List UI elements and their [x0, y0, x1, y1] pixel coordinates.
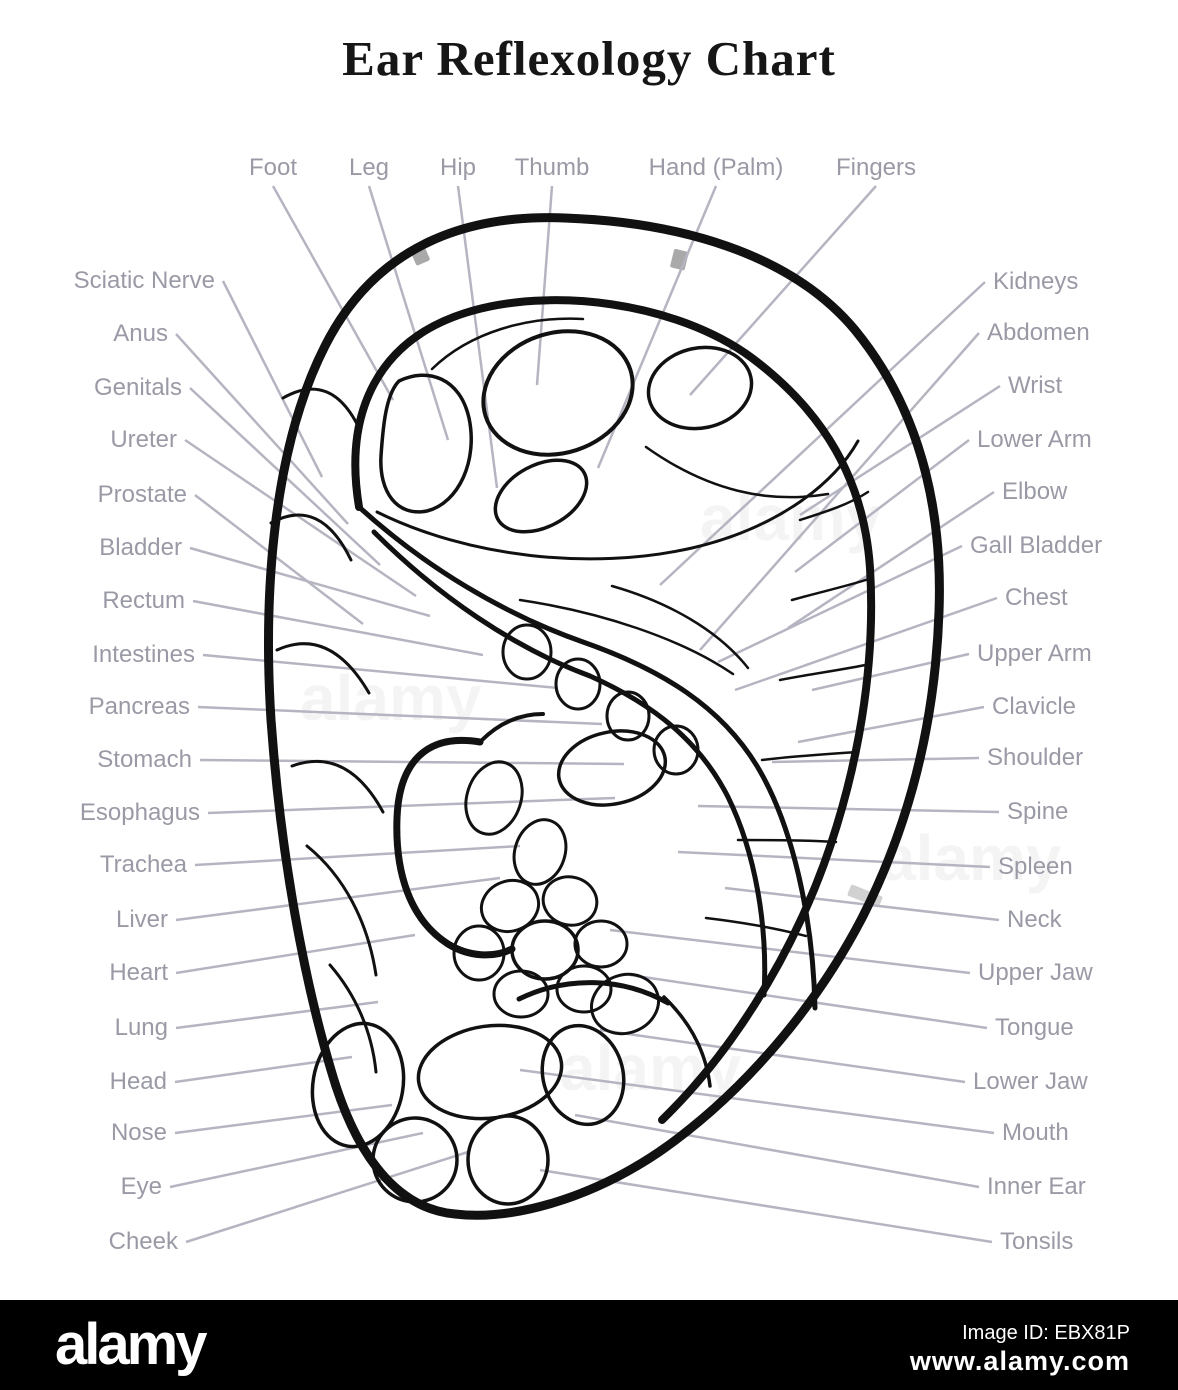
svg-text:alamy: alamy	[300, 662, 482, 734]
label-intestines: Intestines	[92, 641, 195, 668]
label-nose: Nose	[110, 1119, 167, 1146]
label-hand-palm: Hand (Palm)	[648, 154, 784, 181]
label-chest: Chest	[1005, 584, 1068, 611]
leader-line-chest	[734, 596, 998, 692]
leader-line-bladder	[189, 546, 431, 618]
label-thumb: Thumb	[514, 154, 590, 181]
label-hip: Hip	[439, 154, 477, 181]
label-shoulder: Shoulder	[987, 744, 1084, 771]
watermark-layer: alamy alamy alamy alamy	[300, 482, 1062, 1104]
leader-line-shoulder	[771, 756, 980, 764]
tragus	[393, 737, 516, 959]
label-rectum: Rectum	[102, 587, 185, 614]
label-heart: Heart	[109, 959, 168, 986]
label-upper-arm: Upper Arm	[977, 640, 1092, 667]
label-anus: Anus	[113, 320, 168, 347]
leader-line-esophagus	[207, 796, 616, 815]
label-lower-arm: Lower Arm	[977, 426, 1092, 453]
leader-line-clavicle	[797, 705, 985, 744]
label-elbow: Elbow	[1002, 478, 1068, 505]
label-kidneys: Kidneys	[993, 268, 1079, 295]
label-leg: Leg	[348, 154, 390, 181]
leader-line-upper-jaw	[609, 928, 971, 975]
label-gall-bladder: Gall Bladder	[970, 532, 1103, 559]
leader-line-wrist	[799, 384, 1001, 517]
leader-line-inner-ear	[574, 1113, 980, 1189]
label-cheek: Cheek	[108, 1228, 178, 1255]
leader-line-lower-arm	[794, 439, 970, 573]
label-eye: Eye	[120, 1173, 162, 1200]
label-abdomen: Abdomen	[987, 319, 1090, 346]
leader-line-leg	[367, 185, 450, 441]
leader-line-foot	[271, 185, 395, 401]
label-upper-jaw: Upper Jaw	[978, 959, 1093, 986]
label-trachea: Trachea	[99, 851, 187, 878]
leader-line-rectum	[192, 599, 484, 657]
label-sciatic-nerve: Sciatic Nerve	[73, 267, 215, 294]
footer-bar: alamy Image ID: EBX81P www.alamy.com	[0, 1300, 1178, 1390]
leader-line-lower-jaw	[599, 1028, 966, 1084]
label-stomach: Stomach	[97, 746, 192, 773]
label-genitals: Genitals	[93, 374, 182, 401]
label-wrist: Wrist	[1008, 372, 1063, 399]
leader-line-intestines	[202, 653, 559, 690]
leader-line-trachea	[194, 844, 521, 867]
leader-line-pancreas	[197, 705, 603, 726]
leader-line-elbow	[787, 490, 995, 630]
svg-text:alamy: alamy	[880, 822, 1062, 894]
page-title: Ear Reflexology Chart	[342, 31, 836, 86]
label-clavicle: Clavicle	[992, 693, 1077, 720]
label-pancreas: Pancreas	[88, 693, 190, 720]
antihelix-bottom	[371, 529, 768, 998]
label-neck: Neck	[1007, 906, 1062, 933]
leader-line-lung	[175, 1000, 379, 1030]
leader-line-abdomen	[699, 332, 980, 651]
leader-line-spine	[697, 804, 1000, 814]
svg-text:alamy: alamy	[560, 1032, 742, 1104]
leader-line-neck	[724, 886, 1000, 922]
label-liver: Liver	[115, 906, 168, 933]
leader-line-upper-arm	[811, 652, 970, 692]
leader-line-sciatic-nerve	[221, 280, 324, 478]
leader-line-eye	[169, 1131, 424, 1189]
leader-line-head	[174, 1055, 353, 1084]
leader-line-mouth	[519, 1068, 995, 1135]
alamy-url-text: www.alamy.com	[909, 1346, 1130, 1376]
label-bladder: Bladder	[99, 534, 182, 561]
label-tongue: Tongue	[995, 1014, 1074, 1041]
leader-line-cheek	[185, 1150, 469, 1244]
label-foot: Foot	[248, 154, 298, 181]
leader-line-heart	[175, 933, 416, 975]
antihelix-top	[356, 504, 818, 1011]
leader-line-prostate	[194, 494, 364, 625]
label-tonsils: Tonsils	[1000, 1228, 1074, 1255]
label-mouth: Mouth	[1002, 1119, 1069, 1146]
label-lung: Lung	[114, 1014, 168, 1041]
leader-line-fingers	[689, 185, 877, 396]
leader-line-anus	[175, 333, 349, 525]
label-inner-ear: Inner Ear	[987, 1173, 1086, 1200]
ear-drawing	[264, 213, 944, 1220]
leader-line-spleen	[677, 850, 991, 869]
alamy-logo: alamy	[55, 1312, 207, 1377]
label-ureter: Ureter	[110, 426, 177, 453]
leader-line-nose	[174, 1103, 393, 1135]
label-lower-jaw: Lower Jaw	[973, 1068, 1088, 1095]
leader-line-liver	[175, 876, 501, 922]
label-esophagus: Esophagus	[79, 799, 200, 826]
label-spine: Spine	[1007, 798, 1069, 825]
leader-line-gall-bladder	[717, 544, 963, 664]
ear-outer-outline	[264, 213, 944, 1220]
image-id-text: Image ID: EBX81P	[962, 1322, 1130, 1344]
label-head: Head	[109, 1068, 167, 1095]
label-prostate: Prostate	[97, 481, 187, 508]
label-fingers: Fingers	[835, 154, 917, 181]
label-spleen: Spleen	[998, 853, 1073, 880]
leader-line-ureter	[184, 438, 417, 598]
